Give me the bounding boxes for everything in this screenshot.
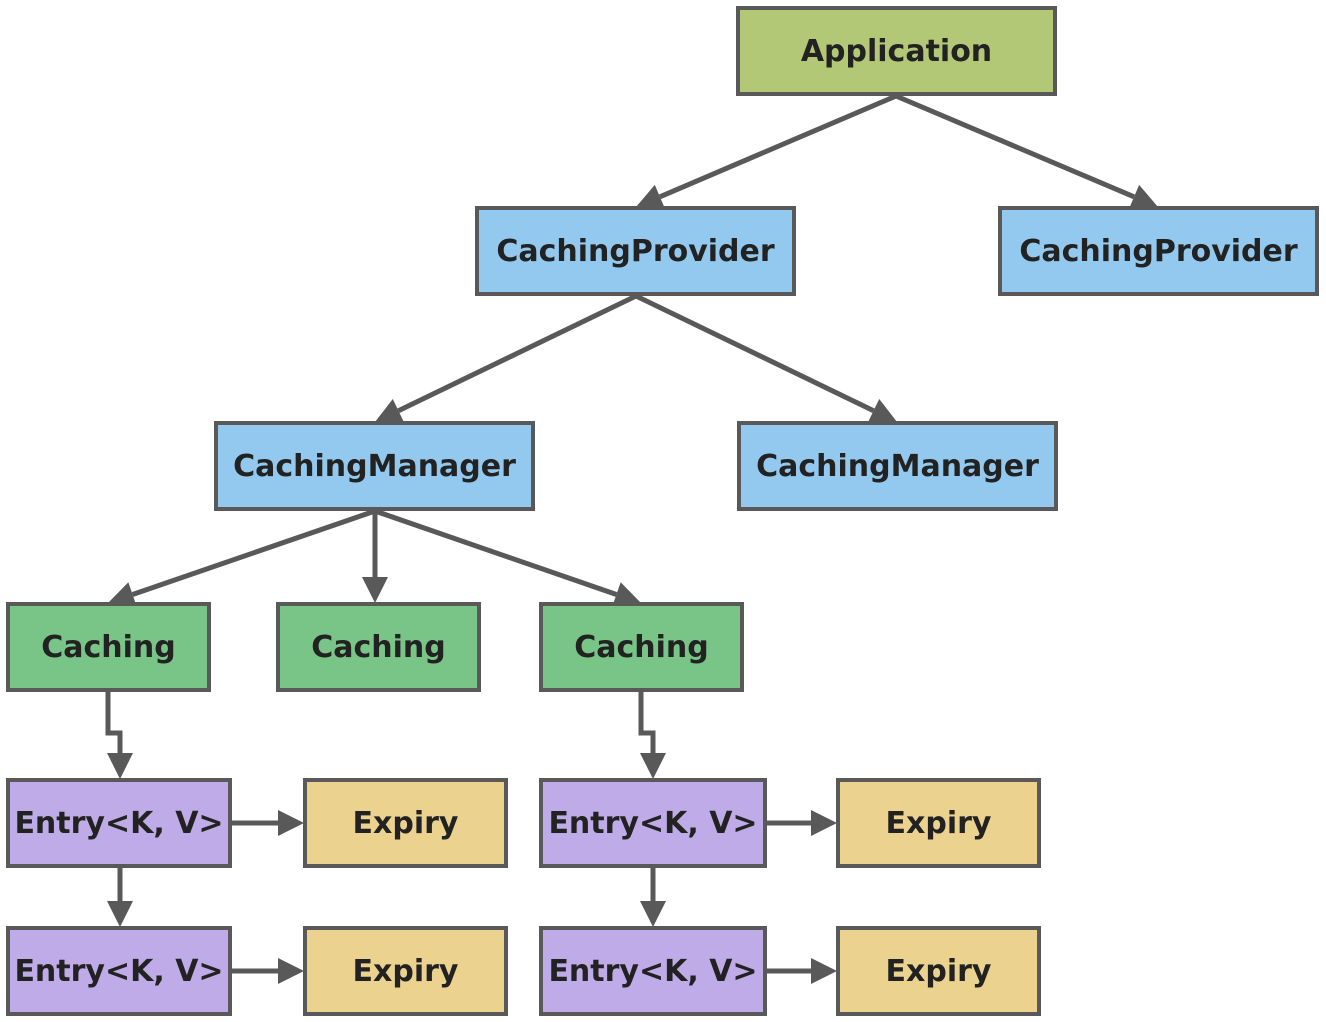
edge-entry-3-to-expiry-3 (767, 810, 837, 836)
node-manager-1[interactable]: CachingManager (214, 421, 535, 511)
provider-label: CachingProvider (496, 234, 775, 269)
edge-line (374, 508, 618, 597)
node-expiry-4[interactable]: Expiry (836, 926, 1041, 1016)
edge-entry-2-to-expiry-2 (232, 958, 304, 984)
edge-line (131, 508, 376, 597)
application-box (736, 6, 1057, 96)
edge-line (397, 293, 638, 413)
expiry-box (836, 778, 1041, 868)
arrowhead-icon (1128, 184, 1158, 209)
node-caching-1[interactable]: Caching (6, 602, 211, 692)
caching-box (6, 602, 211, 692)
node-expiry-2[interactable]: Expiry (303, 926, 508, 1016)
expiry-label: Expiry (353, 954, 459, 989)
expiry-box (303, 926, 508, 1016)
entry-label: Entry<K, V> (14, 806, 223, 841)
arrowhead-icon (636, 184, 666, 209)
arrowhead-icon (640, 901, 666, 927)
manager-box (214, 421, 535, 511)
edge-entry-1-to-entry-2 (107, 868, 133, 927)
arrowhead-icon (811, 810, 837, 836)
node-manager-2[interactable]: CachingManager (737, 421, 1058, 511)
node-caching-3[interactable]: Caching (539, 602, 744, 692)
edge-application-to-provider-2 (895, 93, 1158, 209)
manager-box (737, 421, 1058, 511)
node-expiry-1[interactable]: Expiry (303, 778, 508, 868)
manager-label: CachingManager (756, 449, 1039, 484)
entry-box (6, 778, 232, 868)
edge-line (634, 293, 875, 413)
caching-box (276, 602, 481, 692)
node-caching-2[interactable]: Caching (276, 602, 481, 692)
node-provider-1[interactable]: CachingProvider (475, 206, 796, 296)
expiry-label: Expiry (886, 954, 992, 989)
node-entry-4[interactable]: Entry<K, V> (539, 926, 767, 1016)
caching-box (539, 602, 744, 692)
edge-entry-3-to-entry-4 (640, 868, 666, 927)
edge-provider-1-to-manager-1 (375, 293, 638, 423)
node-expiry-3[interactable]: Expiry (836, 778, 1041, 868)
edge-line (658, 93, 897, 200)
arrowhead-icon (362, 577, 388, 603)
edge-manager-1-to-caching-1 (108, 508, 376, 607)
arrowhead-icon (108, 582, 137, 607)
edge-line (638, 692, 656, 753)
application-label: Application (801, 34, 992, 69)
caching-label: Caching (41, 630, 176, 665)
arrowhead-icon (107, 901, 133, 927)
node-application[interactable]: Application (736, 6, 1057, 96)
arrowhead-icon (375, 398, 405, 423)
caching-label: Caching (311, 630, 446, 665)
entry-box (539, 778, 767, 868)
expiry-box (303, 778, 508, 868)
edge-line (105, 692, 123, 753)
arrowhead-icon (640, 753, 666, 779)
edge-manager-1-to-caching-2 (362, 511, 388, 603)
caching-label: Caching (574, 630, 709, 665)
edge-application-to-provider-1 (636, 93, 897, 209)
entry-box (539, 926, 767, 1016)
node-entry-1[interactable]: Entry<K, V> (6, 778, 232, 868)
entry-label: Entry<K, V> (548, 954, 757, 989)
edge-manager-1-to-caching-3 (374, 508, 641, 607)
provider-box (998, 206, 1319, 296)
entry-label: Entry<K, V> (548, 806, 757, 841)
entry-label: Entry<K, V> (14, 954, 223, 989)
edges-layer (105, 93, 1158, 984)
entry-box (6, 926, 232, 1016)
node-entry-3[interactable]: Entry<K, V> (539, 778, 767, 868)
edge-entry-4-to-expiry-4 (767, 958, 837, 984)
edge-caching-3-to-entry-3 (638, 692, 666, 779)
provider-box (475, 206, 796, 296)
edge-provider-1-to-manager-2 (634, 293, 897, 423)
arrowhead-icon (278, 958, 304, 984)
arrowhead-icon (278, 810, 304, 836)
edge-entry-1-to-expiry-1 (232, 810, 304, 836)
edge-caching-1-to-entry-1 (105, 692, 133, 779)
arrowhead-icon (612, 582, 641, 607)
arrowhead-icon (811, 958, 837, 984)
expiry-box (836, 926, 1041, 1016)
arrowhead-icon (107, 753, 133, 779)
manager-label: CachingManager (233, 449, 516, 484)
arrowhead-icon (867, 398, 897, 423)
provider-label: CachingProvider (1019, 234, 1298, 269)
expiry-label: Expiry (353, 806, 459, 841)
node-entry-2[interactable]: Entry<K, V> (6, 926, 232, 1016)
expiry-label: Expiry (886, 806, 992, 841)
node-provider-2[interactable]: CachingProvider (998, 206, 1319, 296)
edge-line (895, 93, 1136, 200)
